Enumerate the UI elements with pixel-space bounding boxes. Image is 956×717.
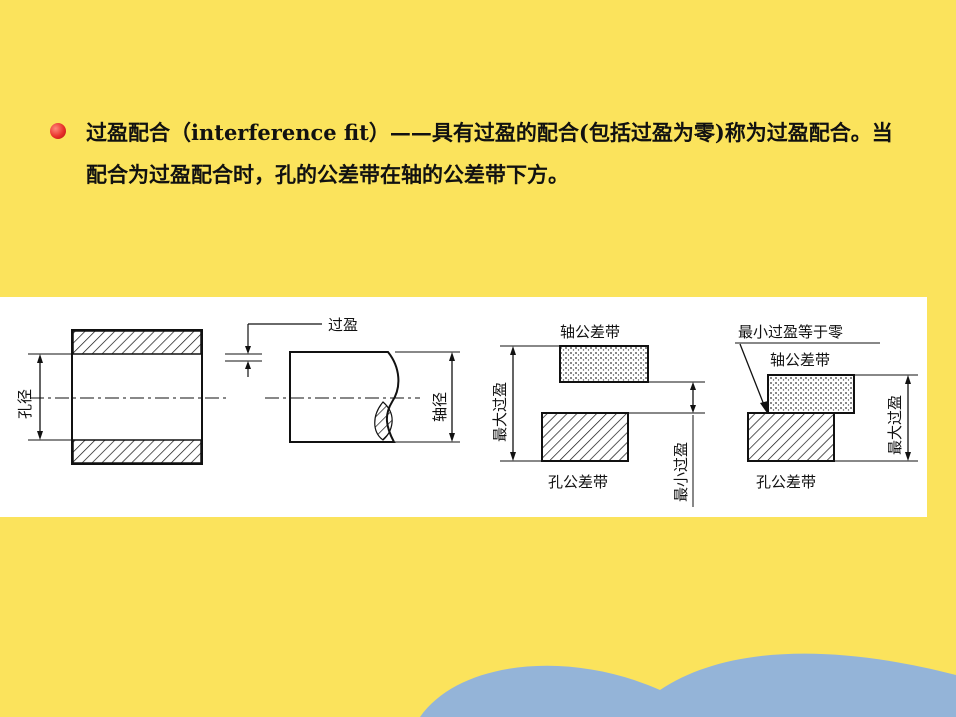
interference-label: 过盈: [328, 316, 358, 334]
bullet-dot-icon: [50, 123, 66, 139]
shaft-zone-label-2: 轴公差带: [560, 323, 620, 341]
tolerance-zone-chart-max: 轴公差带 孔公差带 最大过盈 最小过盈: [491, 323, 705, 507]
term: 过盈配合（interference fit）: [86, 120, 390, 145]
hole-diameter-label: 孔径: [16, 389, 34, 419]
shaft-drawing: 过盈 轴径: [225, 316, 460, 443]
tolerance-zone-chart-zero: 最小过盈等于零 轴公差带 孔公差带 最大过盈: [735, 323, 918, 491]
min-interference-label-2: 最小过盈: [672, 442, 690, 502]
max-interference-label-2: 最大过盈: [491, 382, 509, 442]
hole-drawing: 孔径: [16, 329, 230, 465]
interference-fit-figure: 孔径 过盈 轴径 轴公差带: [0, 297, 927, 517]
definition: 具有过盈的配合(包括过盈为零)称为过盈配合。当配合为过盈配合时，孔的公差带在轴的…: [86, 120, 893, 187]
min-zero-label: 最小过盈等于零: [738, 323, 843, 341]
shaft-diameter-label: 轴径: [431, 392, 449, 422]
max-interference-label-3: 最大过盈: [886, 395, 904, 455]
dash: ——: [389, 120, 432, 145]
hole-zone-label-3: 孔公差带: [756, 473, 816, 491]
figure-drawing: 孔径 过盈 轴径 轴公差带: [16, 316, 918, 507]
decorative-wave: [420, 653, 956, 717]
hole-zone-label-2: 孔公差带: [548, 473, 608, 491]
shaft-zone-label-3: 轴公差带: [770, 351, 830, 369]
